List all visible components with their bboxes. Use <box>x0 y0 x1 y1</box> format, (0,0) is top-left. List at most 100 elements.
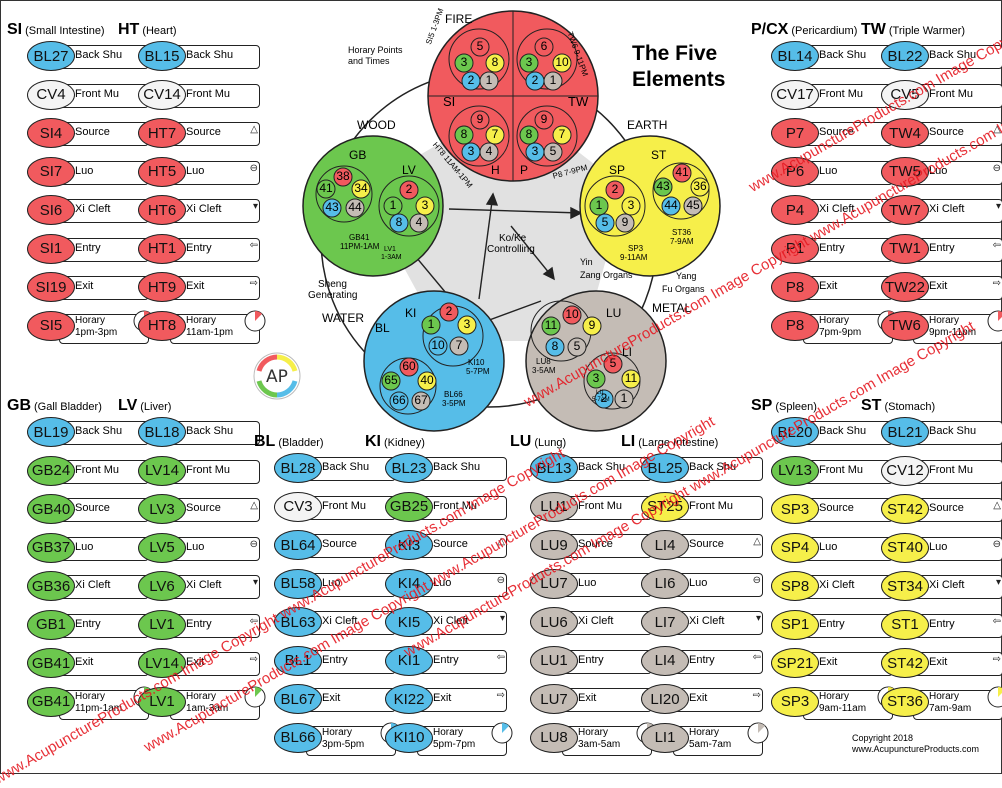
point-code[interactable]: LI20 <box>641 684 689 714</box>
point-code[interactable]: GB40 <box>27 494 75 524</box>
point-code[interactable]: BL25 <box>641 453 689 483</box>
point-code[interactable]: CV4 <box>27 79 75 110</box>
point-row[interactable]: Luo⊖HT5 <box>138 156 262 188</box>
point-row[interactable]: Luo⊖TW5 <box>881 156 1002 188</box>
point-code[interactable]: GB36 <box>27 571 75 601</box>
point-row[interactable]: Exit⇨SP21 <box>771 648 895 679</box>
point-code[interactable]: LV13 <box>771 455 819 486</box>
point-code[interactable]: TW22 <box>881 272 929 302</box>
point-code[interactable]: LV14 <box>138 648 186 678</box>
point-code[interactable]: BL66 <box>274 722 322 753</box>
point-row[interactable]: Source△SI4 <box>27 118 151 149</box>
point-row[interactable]: Xi Cleft▾ST34 <box>881 571 1002 602</box>
point-row[interactable]: Source△LV3 <box>138 494 262 525</box>
point-row[interactable]: Entry⇦LV1 <box>138 609 262 641</box>
point-code[interactable]: P4 <box>771 195 819 225</box>
point-code[interactable]: BL28 <box>274 453 322 483</box>
point-row[interactable]: Luo⊖SP4 <box>771 532 895 564</box>
point-code[interactable]: P8 <box>771 272 819 302</box>
point-code[interactable]: GB41 <box>27 648 75 678</box>
point-code[interactable]: BL13 <box>530 453 578 483</box>
point-code[interactable]: KI1 <box>385 645 433 676</box>
point-code[interactable]: TW4 <box>881 118 929 148</box>
point-code[interactable]: BL19 <box>27 417 75 447</box>
point-row[interactable]: Xi Cleft▾GB36 <box>27 571 151 602</box>
point-code[interactable]: P7 <box>771 118 819 148</box>
point-code[interactable]: HT6 <box>138 195 186 225</box>
point-code[interactable]: SP21 <box>771 648 819 678</box>
point-code[interactable]: LV1 <box>138 609 186 640</box>
point-code[interactable]: SI19 <box>27 272 75 302</box>
point-code[interactable]: SP3 <box>771 494 819 524</box>
point-code[interactable]: ST25 <box>641 491 689 522</box>
point-row[interactable]: Exit⇨SI19 <box>27 272 151 303</box>
point-code[interactable]: KI4 <box>385 568 433 599</box>
point-row[interactable]: Exit⇨BL67 <box>274 684 398 715</box>
point-code[interactable]: CV3 <box>274 491 322 522</box>
point-code[interactable]: LI6 <box>641 568 689 599</box>
point-row[interactable]: Luo⊖SI7 <box>27 156 151 188</box>
point-row[interactable]: Entry⇦KI1 <box>385 645 509 677</box>
point-row[interactable]: Exit⇨KI22 <box>385 684 509 715</box>
point-row[interactable]: Xi Cleft▾LV6 <box>138 571 262 602</box>
point-code[interactable]: ST42 <box>881 648 929 678</box>
point-row[interactable]: Xi Cleft▾KI5 <box>385 607 509 638</box>
point-code[interactable]: BL67 <box>274 684 322 714</box>
point-code[interactable]: TW6 <box>881 310 929 341</box>
point-code[interactable]: KI3 <box>385 530 433 560</box>
point-row[interactable]: Source△ST42 <box>881 494 1002 525</box>
point-code[interactable]: LU8 <box>530 722 578 753</box>
point-code[interactable]: SI4 <box>27 118 75 148</box>
point-row[interactable]: Exit⇨TW22 <box>881 272 1002 303</box>
point-row[interactable]: Source△KI3 <box>385 530 509 561</box>
point-row[interactable]: Source△P7 <box>771 118 895 149</box>
point-code[interactable]: SP4 <box>771 532 819 563</box>
point-row[interactable]: Entry⇦HT1 <box>138 233 262 265</box>
point-code[interactable]: LU1 <box>530 491 578 522</box>
point-code[interactable]: LI7 <box>641 607 689 637</box>
point-row[interactable]: Luo⊖LU7 <box>530 568 654 600</box>
point-row[interactable]: Exit⇨LI20 <box>641 684 765 715</box>
point-code[interactable]: LU9 <box>530 530 578 560</box>
point-code[interactable]: LU7 <box>530 684 578 714</box>
point-code[interactable]: BL63 <box>274 607 322 637</box>
point-row[interactable]: Entry⇦ST1 <box>881 609 1002 641</box>
point-code[interactable]: LI4 <box>641 530 689 560</box>
point-code[interactable]: KI5 <box>385 607 433 637</box>
point-row[interactable]: Entry⇦BL1 <box>274 645 398 677</box>
point-row[interactable]: Entry⇦SP1 <box>771 609 895 641</box>
point-row[interactable]: Entry⇦GB1 <box>27 609 151 641</box>
point-code[interactable]: HT1 <box>138 233 186 264</box>
point-code[interactable]: LU1 <box>530 645 578 676</box>
point-code[interactable]: CV17 <box>771 79 819 110</box>
point-row[interactable]: Exit⇨LU7 <box>530 684 654 715</box>
point-code[interactable]: CV12 <box>881 455 929 486</box>
point-code[interactable]: SP3 <box>771 686 819 717</box>
point-code[interactable]: LI4 <box>641 645 689 676</box>
point-code[interactable]: ST34 <box>881 571 929 601</box>
point-code[interactable]: LI1 <box>641 722 689 753</box>
point-row[interactable]: Entry⇦LI4 <box>641 645 765 677</box>
point-code[interactable]: BL18 <box>138 417 186 447</box>
point-row[interactable]: Exit⇨GB41 <box>27 648 151 679</box>
point-code[interactable]: LV6 <box>138 571 186 601</box>
point-code[interactable]: ST1 <box>881 609 929 640</box>
point-code[interactable]: BL20 <box>771 417 819 447</box>
